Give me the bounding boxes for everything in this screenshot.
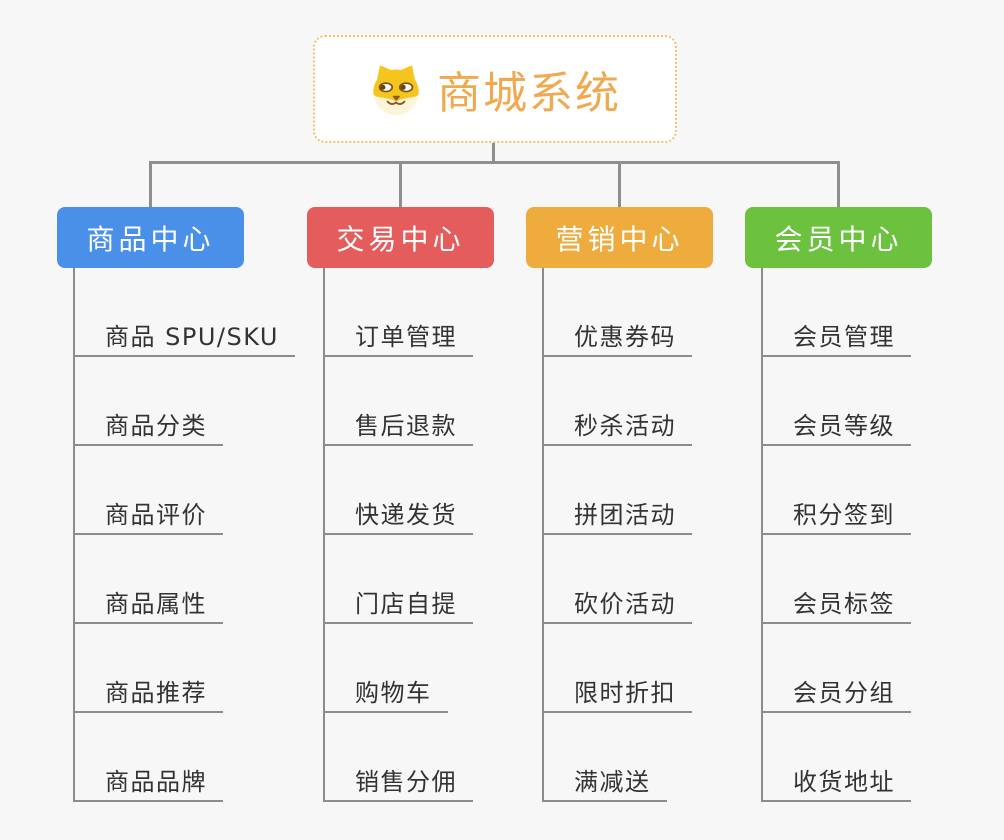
branch-trade-center: 交易中心 订单管理 售后退款 快递发货 门店自提 购物车 销售分佣 xyxy=(307,207,494,802)
child-node[interactable]: 商品分类 xyxy=(73,357,223,446)
branch-spine-line xyxy=(323,268,325,802)
child-node[interactable]: 收货地址 xyxy=(761,713,911,802)
branch-node[interactable]: 营销中心 xyxy=(526,207,713,268)
child-node[interactable]: 订单管理 xyxy=(323,268,473,357)
child-node[interactable]: 商品属性 xyxy=(73,535,223,624)
child-node[interactable]: 会员等级 xyxy=(761,357,911,446)
child-node[interactable]: 积分签到 xyxy=(761,446,911,535)
shiba-dog-icon xyxy=(373,65,419,116)
child-node[interactable]: 会员分组 xyxy=(761,624,911,713)
branch-node[interactable]: 商品中心 xyxy=(57,207,244,268)
root-connector-line xyxy=(492,141,495,163)
branch-drop-line xyxy=(837,161,840,207)
child-node[interactable]: 拼团活动 xyxy=(542,446,692,535)
branch-spine-line xyxy=(542,268,544,802)
branch-drop-line xyxy=(618,161,621,207)
child-node[interactable]: 砍价活动 xyxy=(542,535,692,624)
child-node[interactable]: 门店自提 xyxy=(323,535,473,624)
child-node[interactable]: 销售分佣 xyxy=(323,713,473,802)
branch-spine-line xyxy=(73,268,75,802)
branch-node[interactable]: 交易中心 xyxy=(307,207,494,268)
child-node[interactable]: 限时折扣 xyxy=(542,624,692,713)
branch-drop-line xyxy=(399,161,402,207)
trunk-connector-line xyxy=(149,161,840,164)
child-node[interactable]: 会员标签 xyxy=(761,535,911,624)
branch-member-center: 会员中心 会员管理 会员等级 积分签到 会员标签 会员分组 收货地址 xyxy=(745,207,932,802)
child-node[interactable]: 快递发货 xyxy=(323,446,473,535)
child-node[interactable]: 商品评价 xyxy=(73,446,223,535)
child-node[interactable]: 会员管理 xyxy=(761,268,911,357)
branch-drop-line xyxy=(149,161,152,207)
child-node[interactable]: 满减送 xyxy=(542,713,667,802)
branch-product-center: 商品中心 商品 SPU/SKU 商品分类 商品评价 商品属性 商品推荐 商品品牌 xyxy=(57,207,295,802)
child-node[interactable]: 商品 SPU/SKU xyxy=(73,268,295,357)
child-node[interactable]: 商品推荐 xyxy=(73,624,223,713)
child-node[interactable]: 售后退款 xyxy=(323,357,473,446)
branch-node[interactable]: 会员中心 xyxy=(745,207,932,268)
child-node[interactable]: 购物车 xyxy=(323,624,448,713)
root-node[interactable]: 商城系统 xyxy=(313,35,677,143)
child-node[interactable]: 优惠券码 xyxy=(542,268,692,357)
branch-marketing-center: 营销中心 优惠券码 秒杀活动 拼团活动 砍价活动 限时折扣 满减送 xyxy=(526,207,713,802)
child-node[interactable]: 商品品牌 xyxy=(73,713,223,802)
root-title: 商城系统 xyxy=(437,68,621,119)
child-node[interactable]: 秒杀活动 xyxy=(542,357,692,446)
branch-spine-line xyxy=(761,268,763,802)
